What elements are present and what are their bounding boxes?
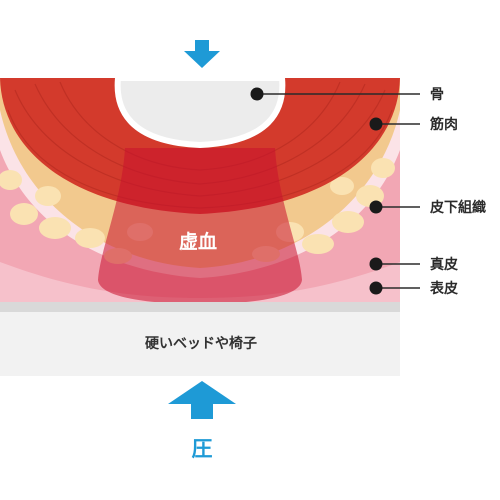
bed-label: 硬いベッドや椅子 <box>145 335 257 352</box>
subcutaneous-marker <box>369 200 383 214</box>
subcutaneous-label: 皮下組織 <box>429 199 486 216</box>
bone-label: 骨 <box>430 86 444 103</box>
top-pressure-arrow-icon <box>184 40 220 68</box>
dermis-layer <box>0 150 400 302</box>
ischemia-zone <box>98 148 302 304</box>
bed-edge <box>0 302 400 312</box>
muscle-label: 筋肉 <box>430 116 458 133</box>
muscle-marker <box>369 117 383 131</box>
bone <box>114 78 286 149</box>
dermis-label: 真皮 <box>430 256 458 273</box>
ischemia-label: 虚血 <box>179 230 217 253</box>
label-leaders <box>250 87 420 295</box>
bottom-pressure-arrow-icon <box>168 381 236 419</box>
pressure-label: 圧 <box>192 437 213 461</box>
bed <box>0 312 400 376</box>
dermis-marker <box>369 257 383 271</box>
epidermis-layer <box>0 262 400 302</box>
bone-marker <box>250 87 264 101</box>
epidermis-label: 表皮 <box>429 280 458 297</box>
epidermis-marker <box>369 281 383 295</box>
